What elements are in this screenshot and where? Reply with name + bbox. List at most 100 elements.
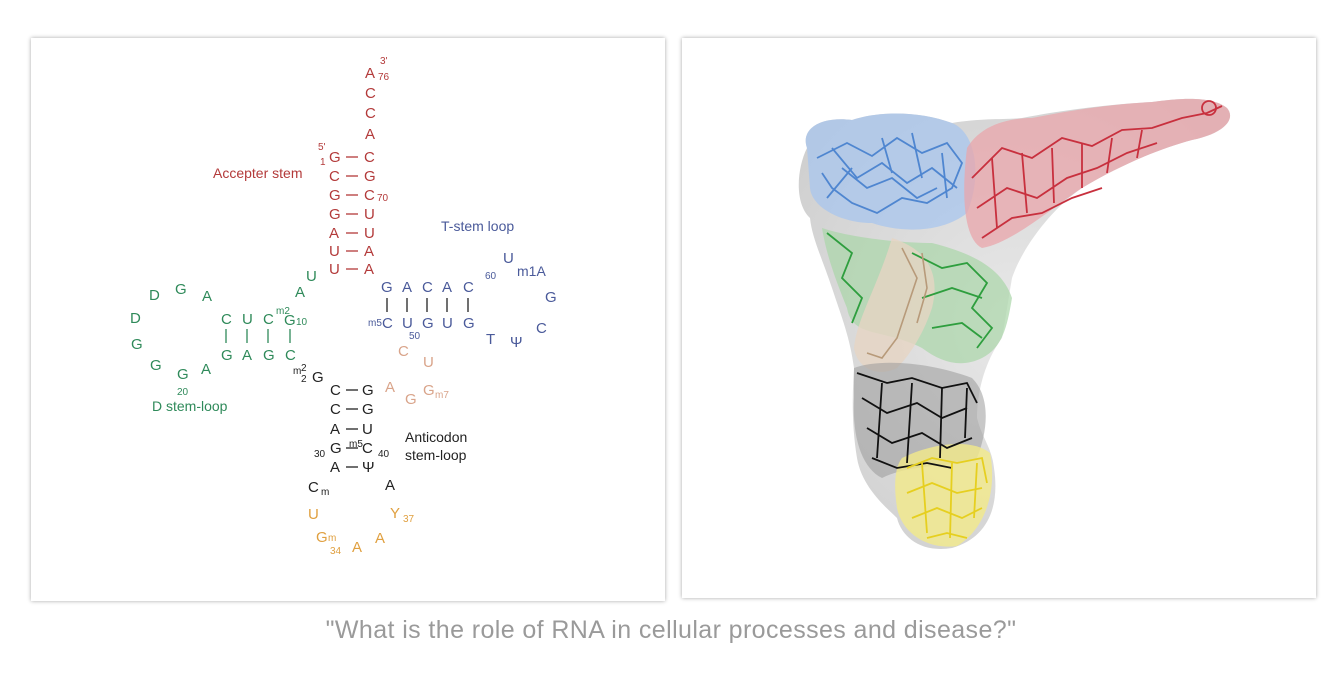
- t-loop-m1a: m1A: [517, 263, 546, 279]
- anticodon-label-line1: Anticodon: [405, 429, 467, 445]
- t-stem-bottom-u2: U: [442, 315, 453, 332]
- green-backbone-sticks: [826, 232, 994, 349]
- acceptor-stem-bonds: [346, 156, 358, 270]
- ac-right-1: G: [362, 382, 374, 399]
- pos34-label: 34: [330, 546, 342, 557]
- d-stem-bottom-g: G: [221, 347, 233, 364]
- nucleotide-a76: A: [365, 65, 375, 82]
- connector-a9: A: [295, 284, 305, 301]
- t-loop-c: C: [536, 320, 547, 337]
- blue-domain-surface: [805, 113, 976, 230]
- acceptor-left-7: U: [329, 261, 340, 278]
- blue-backbone-sticks: [816, 132, 964, 215]
- pos30-label: 30: [314, 449, 326, 460]
- ac-m5-label: m5: [349, 439, 363, 450]
- nucleotide-a73: A: [365, 126, 375, 143]
- ac-left-2: C: [330, 401, 341, 418]
- t-stem-bottom-u: U: [402, 315, 413, 332]
- t-stem-top-c2: C: [463, 279, 474, 296]
- d-stem-top-c2: C: [263, 311, 274, 328]
- d-stem-bottom-a: A: [242, 347, 252, 364]
- anticodon-loop: U G m 34 A A Y 37: [308, 505, 415, 557]
- d-arm: C U C m2 G 10 G A G C A G D D G G G A 20: [130, 281, 308, 398]
- m22g-nucleotide: m 2 2 G: [293, 363, 324, 386]
- acceptor-right-2: G: [364, 168, 376, 185]
- ac-left-1: C: [330, 382, 341, 399]
- ac-left-4: G: [330, 440, 342, 457]
- d-stem-top-c: C: [221, 311, 232, 328]
- three-prime-label: 3': [380, 56, 388, 67]
- pos40-label: 40: [378, 449, 390, 460]
- ac-a38: A: [385, 477, 395, 494]
- pos76-label: 76: [378, 72, 390, 83]
- ac-cm: C: [308, 479, 319, 496]
- d-loop-g3: G: [150, 357, 162, 374]
- acceptor-left-2: C: [329, 168, 340, 185]
- trna-cloverleaf-diagram: 3' A 76 C C A 5' 1 G C G G A U U C G C 7…: [130, 56, 557, 557]
- nucleotide-c74: C: [365, 105, 376, 122]
- red-backbone-sticks: [971, 100, 1223, 239]
- t-arm: G A C A C m5 C U 50 G U G 60 U m1A G C Ψ…: [368, 250, 557, 351]
- five-prime-label: 5': [318, 142, 326, 153]
- t-m5-label: m5: [368, 318, 382, 329]
- m22g-base: G: [312, 369, 324, 386]
- acceptor-right-5: U: [364, 225, 375, 242]
- ac-loop-gm: G: [316, 529, 328, 546]
- acceptor-right-6: A: [364, 243, 374, 260]
- acceptor-stem-label: Accepter stem: [213, 165, 302, 181]
- variable-g7: G: [423, 382, 435, 399]
- t-stem-loop-label: T-stem loop: [441, 218, 514, 234]
- acceptor-right-7: A: [364, 261, 374, 278]
- ac-loop-a36: A: [375, 530, 385, 547]
- d-loop-d1: D: [149, 287, 160, 304]
- acceptor-left-1: G: [329, 149, 341, 166]
- yellow-backbone-sticks: [906, 456, 988, 539]
- d-loop-a: A: [202, 288, 212, 305]
- t-stem-top-g: G: [381, 279, 393, 296]
- t-stem-top-a2: A: [442, 279, 452, 296]
- tan-backbone-sticks: [866, 247, 928, 359]
- variable-u: U: [423, 354, 434, 371]
- red-domain-surface: [964, 98, 1231, 248]
- d-loop-a2: A: [201, 361, 211, 378]
- ac-loop-y37: Y: [390, 505, 400, 522]
- acceptor-left-3: G: [329, 187, 341, 204]
- ac-loop-gm-sub: m: [328, 533, 336, 544]
- acceptor-left-4: G: [329, 206, 341, 223]
- t-stem-top-a: A: [402, 279, 412, 296]
- t-loop-g: G: [545, 289, 557, 306]
- t-loop-psi: Ψ: [510, 334, 523, 351]
- pos10-label: 10: [296, 317, 308, 328]
- pos37-label: 37: [403, 514, 415, 525]
- m22g-sup2: 2: [301, 363, 307, 374]
- variable-loop: C U A G G m7: [385, 343, 449, 408]
- nucleotide-c75: C: [365, 85, 376, 102]
- d-stem-loop-label: D stem-loop: [152, 398, 228, 414]
- t-stem-bonds: [386, 298, 469, 312]
- trna-3d-model: [798, 98, 1231, 549]
- d-loop-g2: G: [131, 336, 143, 353]
- d-loop-g20: G: [177, 366, 189, 383]
- variable-g: G: [405, 391, 417, 408]
- d-stem-top-g10: G: [284, 312, 296, 329]
- d-loop-d2: D: [130, 310, 141, 327]
- trna-cloverleaf-panel: 3' A 76 C C A 5' 1 G C G G A U U C G C 7…: [31, 38, 665, 601]
- anticodon-stem-bonds: [346, 389, 358, 468]
- t-stem-bottom-c: C: [382, 315, 393, 332]
- acceptor-right-1: C: [364, 149, 375, 166]
- t-loop-t: T: [486, 331, 495, 348]
- d-stem-bottom-c: C: [285, 347, 296, 364]
- acceptor-stem: 3' A 76 C C A 5' 1 G C G G A U U C G C 7…: [318, 56, 390, 278]
- pos50-label: 50: [409, 331, 421, 342]
- pos20-label: 20: [177, 387, 189, 398]
- anticodon-stem: C C A 30 G A G G U m5 C 40 Ψ C m A: [308, 382, 395, 498]
- t-loop-u: U: [503, 250, 514, 267]
- pos70-label: 70: [377, 193, 389, 204]
- ac-loop-u: U: [308, 506, 319, 523]
- connector-u8: U: [306, 268, 317, 285]
- yellow-domain-surface: [895, 443, 993, 547]
- ac-left-3: A: [330, 421, 340, 438]
- variable-m7-label: m7: [435, 390, 449, 401]
- t-stem-top-c: C: [422, 279, 433, 296]
- pos60-label: 60: [485, 271, 497, 282]
